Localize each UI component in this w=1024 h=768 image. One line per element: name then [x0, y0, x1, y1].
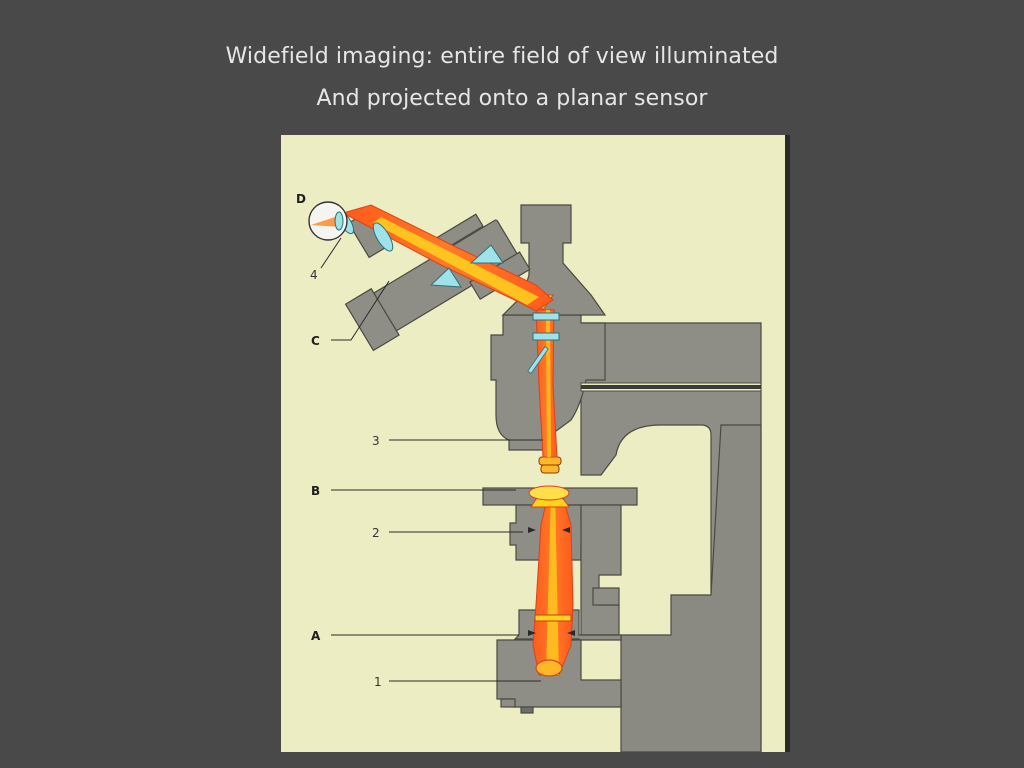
label-a: A: [311, 629, 321, 643]
label-b: B: [311, 484, 320, 498]
label-2: 2: [372, 526, 380, 540]
microscope-diagram: D 4 C 3 B 2 A 1: [281, 135, 790, 752]
slide-title-line-1: Widefield imaging: entire field of view …: [225, 44, 779, 69]
light-path: [308, 201, 574, 677]
arm-slot-shadow: [581, 385, 761, 389]
label-3: 3: [372, 434, 380, 448]
label-1: 1: [374, 675, 382, 689]
figure-edge: [785, 135, 790, 752]
label-d: D: [296, 192, 306, 206]
slide-title-line-2: And projected onto a planar sensor: [316, 86, 708, 111]
leader-lines: [320, 237, 575, 682]
label-4: 4: [310, 268, 318, 282]
label-c: C: [311, 334, 320, 348]
